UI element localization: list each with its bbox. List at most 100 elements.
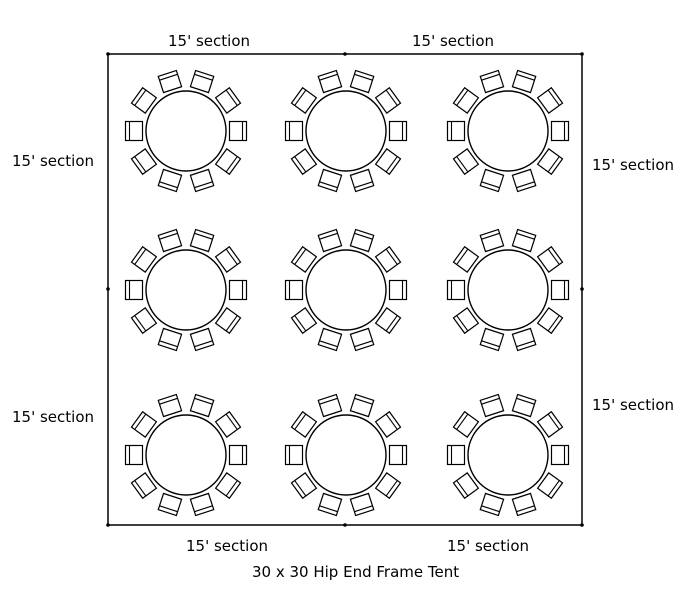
chair xyxy=(124,444,144,466)
chair xyxy=(214,86,242,114)
tables-group xyxy=(124,69,570,517)
chair xyxy=(214,410,242,438)
chair xyxy=(536,148,564,176)
chair xyxy=(374,472,402,500)
tent-pole-marker xyxy=(106,52,110,56)
chair xyxy=(349,228,375,253)
chair xyxy=(536,86,564,114)
chair xyxy=(228,120,248,142)
chair xyxy=(349,69,375,94)
chair xyxy=(446,279,466,301)
chair xyxy=(511,228,537,253)
chair xyxy=(130,410,158,438)
round-table xyxy=(305,414,387,496)
table-setting xyxy=(124,69,248,193)
chair xyxy=(550,444,570,466)
right-lower-section-label: 15' section xyxy=(592,396,675,414)
tent-pole-marker xyxy=(106,523,110,527)
chair xyxy=(189,168,215,193)
round-table xyxy=(467,414,549,496)
chair xyxy=(511,69,537,94)
chair xyxy=(130,148,158,176)
chair xyxy=(349,492,375,517)
chair xyxy=(317,228,343,253)
tent-pole-marker xyxy=(580,523,584,527)
chair xyxy=(317,393,343,418)
round-table xyxy=(467,249,549,331)
tent-pole-marker xyxy=(580,52,584,56)
chair xyxy=(479,393,505,418)
round-table xyxy=(145,414,227,496)
chair xyxy=(374,148,402,176)
chair xyxy=(446,444,466,466)
chair xyxy=(536,410,564,438)
tent-pole-marker xyxy=(343,52,347,56)
chair xyxy=(130,472,158,500)
chair xyxy=(189,228,215,253)
chair xyxy=(130,86,158,114)
round-table xyxy=(145,90,227,172)
chair xyxy=(284,444,304,466)
chair xyxy=(479,327,505,352)
table-setting xyxy=(446,69,570,193)
chair xyxy=(452,148,480,176)
chair xyxy=(290,472,318,500)
chair xyxy=(511,492,537,517)
chair xyxy=(189,492,215,517)
chair xyxy=(189,327,215,352)
chair xyxy=(228,444,248,466)
chair xyxy=(374,245,402,273)
chair xyxy=(130,245,158,273)
chair xyxy=(349,393,375,418)
chair xyxy=(479,492,505,517)
chair xyxy=(374,410,402,438)
chair xyxy=(157,327,183,352)
chair xyxy=(124,279,144,301)
round-table xyxy=(467,90,549,172)
bottom-left-section-label: 15' section xyxy=(186,537,269,555)
tent-pole-marker xyxy=(343,523,347,527)
chair xyxy=(157,492,183,517)
chair xyxy=(214,307,242,335)
chair xyxy=(124,120,144,142)
chair xyxy=(452,86,480,114)
top-right-section-label: 15' section xyxy=(412,32,495,50)
left-upper-section-label: 15' section xyxy=(12,152,95,170)
chair xyxy=(452,472,480,500)
chair xyxy=(290,410,318,438)
top-left-section-label: 15' section xyxy=(168,32,251,50)
chair xyxy=(290,245,318,273)
chair xyxy=(452,245,480,273)
chair xyxy=(550,120,570,142)
chair xyxy=(349,168,375,193)
left-lower-section-label: 15' section xyxy=(12,408,95,426)
chair xyxy=(374,86,402,114)
chair xyxy=(130,307,158,335)
chair xyxy=(284,120,304,142)
chair xyxy=(452,307,480,335)
chair xyxy=(550,279,570,301)
chair xyxy=(479,69,505,94)
chair xyxy=(374,307,402,335)
chair xyxy=(157,69,183,94)
chair xyxy=(349,327,375,352)
chair xyxy=(214,148,242,176)
chair xyxy=(536,245,564,273)
chair xyxy=(189,69,215,94)
chair xyxy=(157,168,183,193)
right-upper-section-label: 15' section xyxy=(592,156,675,174)
chair xyxy=(157,228,183,253)
chair xyxy=(317,168,343,193)
chair xyxy=(511,393,537,418)
chair xyxy=(228,279,248,301)
round-table xyxy=(305,90,387,172)
chair xyxy=(388,279,408,301)
chair xyxy=(536,472,564,500)
chair xyxy=(536,307,564,335)
chair xyxy=(317,327,343,352)
table-setting xyxy=(446,228,570,352)
round-table xyxy=(305,249,387,331)
chair xyxy=(511,327,537,352)
table-setting xyxy=(284,393,408,517)
